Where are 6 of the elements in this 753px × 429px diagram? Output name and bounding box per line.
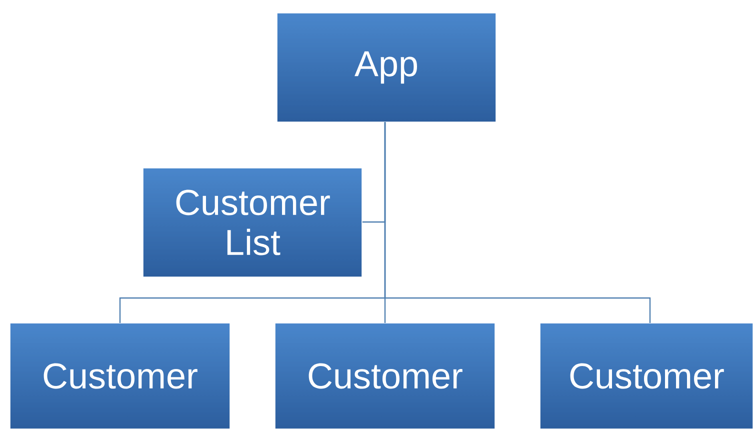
process-box: App xyxy=(276,12,496,122)
process-box: Customer xyxy=(10,322,230,429)
connector-line xyxy=(384,122,651,323)
process-box: Customer List xyxy=(142,168,362,278)
process-box: Customer xyxy=(274,322,496,429)
process-box: Customer xyxy=(540,322,753,429)
